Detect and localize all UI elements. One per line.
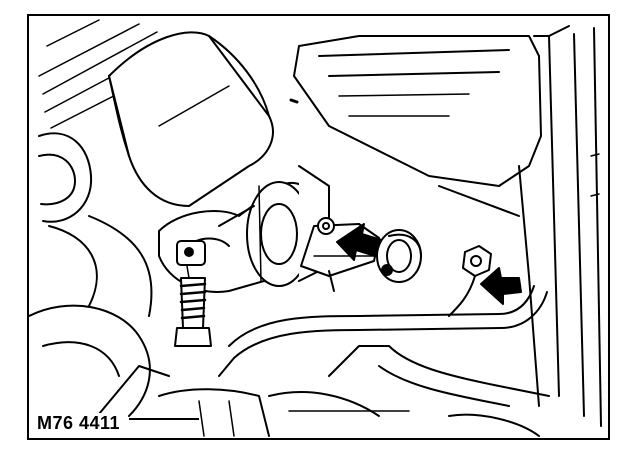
chassis-panel — [289, 25, 602, 427]
arrow-left — [336, 223, 382, 261]
diagram-frame: M76 4411 — [27, 14, 610, 440]
base-casting — [88, 365, 270, 437]
hatching-top-left — [38, 19, 170, 129]
nut — [448, 245, 492, 317]
pipe-run — [218, 285, 548, 377]
bolt — [174, 240, 212, 347]
label-underline — [129, 418, 199, 420]
figure-label: M76 4411 — [35, 413, 125, 434]
cylinder-housing — [108, 31, 274, 207]
arrow-right — [480, 267, 522, 305]
technical-illustration — [29, 19, 602, 437]
hose-coil — [29, 132, 153, 417]
lower-frame — [268, 345, 550, 437]
sensor-flange — [376, 229, 422, 283]
